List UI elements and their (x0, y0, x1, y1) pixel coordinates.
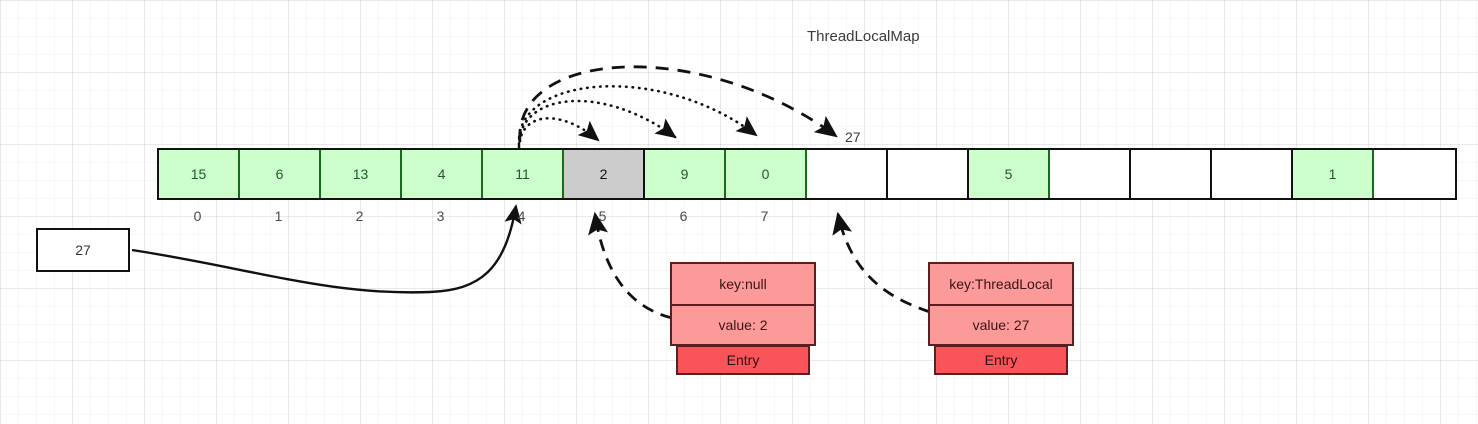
array-cell-4[interactable]: 11 (483, 150, 564, 198)
array-cell-6[interactable]: 9 (645, 150, 726, 198)
array-cell-9[interactable] (888, 150, 969, 198)
array-cell-0[interactable]: 15 (159, 150, 240, 198)
array-cell-2[interactable]: 13 (321, 150, 402, 198)
array-cell-3[interactable]: 4 (402, 150, 483, 198)
entry-key-row: key:null (670, 262, 816, 304)
array-index-6: 6 (679, 208, 688, 224)
array-index-4: 4 (517, 208, 526, 224)
entry-type-bar: Entry (676, 345, 810, 375)
array-cell-7[interactable]: 0 (726, 150, 807, 198)
array-cell-13[interactable] (1212, 150, 1293, 198)
array-cell-14[interactable]: 1 (1293, 150, 1374, 198)
entry-key-row: key:ThreadLocal (928, 262, 1074, 304)
array-index-5: 5 (598, 208, 607, 224)
source-value-box: 27 (36, 228, 130, 272)
edge-entrynull-to-slot5 (588, 211, 673, 320)
array-cell-11[interactable] (1050, 150, 1131, 198)
edge-probe-slot4-to-slot5 (517, 117, 600, 150)
entry-type-bar: Entry (934, 345, 1068, 375)
array-index-1: 1 (274, 208, 283, 224)
array-cell-1[interactable]: 6 (240, 150, 321, 198)
array-index-0: 0 (193, 208, 202, 224)
array-cell-15[interactable] (1374, 150, 1455, 198)
entry-value-row: value: 27 (928, 304, 1074, 346)
array-index-labels: 0 1 2 3 4 5 6 7 (157, 208, 805, 224)
target-slot-label: 27 (845, 129, 861, 145)
array-cell-10[interactable]: 5 (969, 150, 1050, 198)
entry-node-key-null: key:null value: 2 Entry (670, 262, 816, 375)
array-index-7: 7 (760, 208, 769, 224)
array-index-2: 2 (355, 208, 364, 224)
edge-entrythreadlocal-to-slot8 (832, 211, 931, 314)
array-cell-5[interactable]: 2 (564, 150, 645, 198)
edge-probe-slot4-to-slot6 (517, 99, 677, 148)
edge-insert-slot4-to-slot8 (518, 65, 838, 143)
diagram-title: ThreadLocalMap (807, 28, 920, 45)
array-cell-8[interactable] (807, 150, 888, 198)
edge-probe-slot4-to-slot7 (517, 85, 758, 146)
array-index-3: 3 (436, 208, 445, 224)
array-cell-12[interactable] (1131, 150, 1212, 198)
entry-node-key-threadlocal: key:ThreadLocal value: 27 Entry (928, 262, 1074, 375)
entry-value-row: value: 2 (670, 304, 816, 346)
